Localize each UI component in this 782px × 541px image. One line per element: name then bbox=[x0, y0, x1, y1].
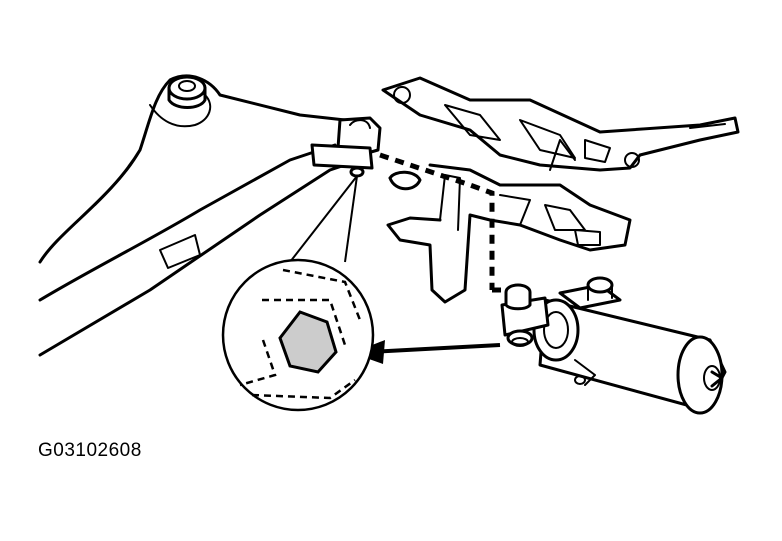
motor-crank-and-nut bbox=[500, 283, 550, 347]
alignment-dashed-lines bbox=[379, 152, 510, 293]
pointer-arrow bbox=[352, 340, 501, 364]
arm-end-clevis bbox=[310, 116, 382, 178]
magnifier-leader-lines bbox=[289, 175, 358, 263]
mounting-bracket bbox=[381, 76, 740, 304]
pivot-post bbox=[167, 75, 207, 109]
magnified-detail-circle bbox=[221, 258, 375, 412]
wiper-motor bbox=[532, 276, 727, 415]
hex-nut-shape bbox=[278, 310, 338, 374]
figure-code-label: G03102608 bbox=[38, 440, 142, 461]
